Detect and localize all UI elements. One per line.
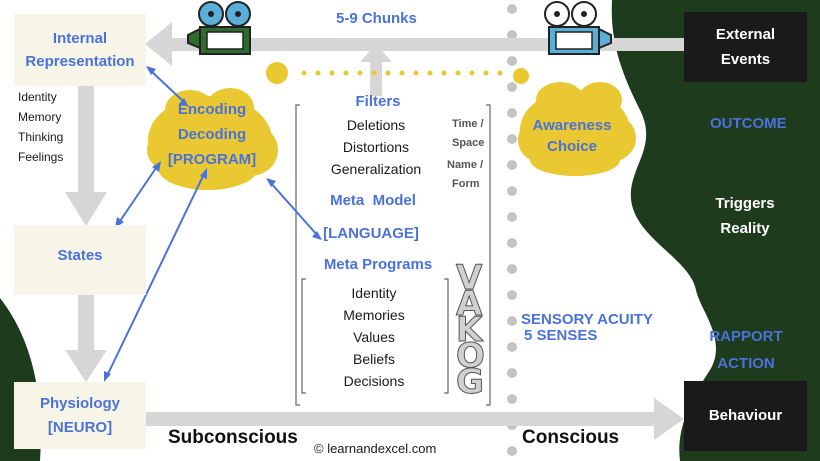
cloud-awareness xyxy=(518,82,636,176)
film-camera-blue-icon xyxy=(544,1,612,55)
side-label-form: Form xyxy=(452,178,480,190)
program-memories: Memories xyxy=(343,307,405,323)
chunks-label: 5-9 Chunks xyxy=(336,10,417,27)
action-label: ACTION xyxy=(717,355,775,372)
arrow-states-to-physiology xyxy=(65,295,107,382)
conscious-label: Conscious xyxy=(522,427,620,448)
rapport-label: RAPPORT xyxy=(709,328,783,345)
filters-box xyxy=(295,104,491,406)
internal-rep-line-2: Representation xyxy=(25,53,135,70)
side-label-time: Time / xyxy=(452,118,484,130)
subconscious-label: Subconscious xyxy=(168,427,298,448)
physiology-line-1: Physiology xyxy=(39,395,121,412)
sensory-acuity-line-2: 5 SENSES xyxy=(524,327,598,344)
arrow-filters-up xyxy=(360,44,392,96)
triggers-line-1: Triggers xyxy=(715,195,775,212)
behaviour-label: Behaviour xyxy=(708,407,783,424)
program-decisions: Decisions xyxy=(343,373,405,389)
external-events-box: External Events xyxy=(684,12,807,82)
program-values: Values xyxy=(353,329,395,345)
program-beliefs: Beliefs xyxy=(352,351,396,367)
physiology-line-2: [NEURO] xyxy=(47,419,113,436)
program-brackets xyxy=(301,278,449,394)
meta-model-label: Meta Model xyxy=(330,192,416,209)
arrow-physiology-to-behaviour xyxy=(146,398,684,440)
cloud-encoding-line-1: Encoding xyxy=(177,101,247,118)
triggers-line-2: Reality xyxy=(720,220,770,237)
states-label: States xyxy=(57,247,103,264)
internal-list-feelings: Feelings xyxy=(18,150,64,164)
physiology-box: Physiology [NEURO] xyxy=(14,382,146,449)
filter-generalization: Generalization xyxy=(330,161,422,177)
internal-representation-box: Internal Representation xyxy=(14,14,146,86)
cloud-awareness-line-1: Awareness xyxy=(532,117,612,134)
program-identity: Identity xyxy=(351,285,397,301)
behaviour-box: Behaviour xyxy=(684,381,807,451)
side-label-name: Name / xyxy=(447,159,484,171)
copyright-label: © learnandexcel.com xyxy=(314,441,437,456)
filters-title: Filters xyxy=(355,93,401,110)
internal-rep-line-1: Internal xyxy=(52,30,108,47)
internal-list-memory: Memory xyxy=(18,110,62,124)
cloud-encoding xyxy=(147,88,278,190)
internal-list-thinking: Thinking xyxy=(18,130,64,144)
states-box: States xyxy=(14,225,146,295)
arrow-internal-to-states xyxy=(65,85,107,226)
filter-distortions: Distortions xyxy=(342,139,410,155)
vakog-o: O xyxy=(456,336,486,377)
external-events-line-2: Events xyxy=(720,51,771,68)
film-camera-green-icon xyxy=(187,1,251,55)
vakog-k: K xyxy=(455,310,483,351)
language-label: [LANGUAGE] xyxy=(323,225,419,242)
vakog-g: G xyxy=(456,362,485,403)
head-silhouette-right xyxy=(611,0,820,461)
vakog-v: V xyxy=(455,258,483,299)
conscious-divider xyxy=(507,4,517,456)
cloud-encoding-line-2: Decoding xyxy=(177,126,247,143)
vakog-a: A xyxy=(455,284,483,325)
internal-list-identity: Identity xyxy=(18,90,57,104)
side-label-space: Space xyxy=(452,137,485,149)
filter-deletions: Deletions xyxy=(346,117,406,133)
cloud-encoding-line-3: [PROGRAM] xyxy=(167,151,257,168)
awareness-dotted-link xyxy=(266,62,529,84)
meta-programs-label: Meta Programs xyxy=(323,256,433,273)
external-events-line-1: External xyxy=(715,26,776,43)
cloud-awareness-line-2: Choice xyxy=(546,138,597,155)
outcome-label: OUTCOME xyxy=(710,115,787,132)
sensory-acuity-line-1: SENSORY ACUITY xyxy=(521,311,653,328)
